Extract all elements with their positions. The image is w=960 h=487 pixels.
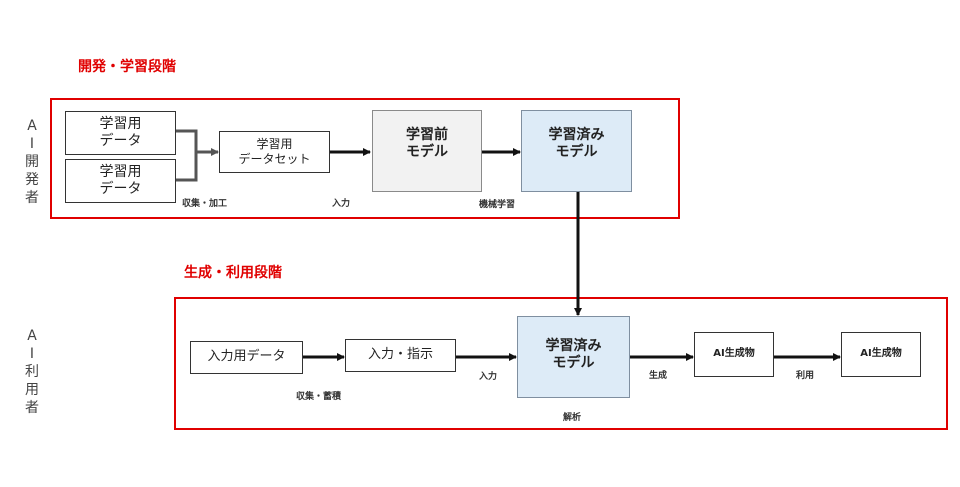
actor-char: A (27, 328, 37, 344)
actor-char: 者 (25, 400, 39, 416)
actor-char: 利 (25, 364, 39, 380)
actor-char: A (27, 118, 37, 134)
edge-label-input-usage: 入力 (479, 372, 498, 382)
pre-model-box: 学習前 モデル (372, 110, 482, 192)
actor-char: 用 (25, 382, 39, 398)
edge-label-use: 利用 (796, 371, 815, 381)
edge-label-machine-learning: 機械学習 (479, 200, 516, 210)
usage-frame (174, 297, 948, 430)
development-frame (50, 98, 680, 219)
training-data-box-2: 学習用 データ (65, 159, 176, 203)
actor-char: I (29, 346, 35, 362)
merge-bracket (176, 129, 198, 182)
trained-model-box-usage: 学習済み モデル (517, 316, 630, 398)
dataset-box: 学習用 データセット (219, 131, 330, 173)
edge-label-analyze: 解析 (563, 413, 582, 423)
development-section-title: 開発・学習段階 (78, 59, 176, 75)
input-instruction-box: 入力・指示 (345, 339, 456, 372)
usage-section-title: 生成・利用段階 (184, 265, 282, 281)
actor-char: 開 (25, 154, 39, 170)
actor-char: 発 (25, 172, 39, 188)
edge-label-collect-accumulate: 収集・蓄積 (296, 392, 342, 402)
ai-output-box-2: AI生成物 (841, 332, 921, 377)
trained-model-box-dev: 学習済み モデル (521, 110, 632, 192)
input-data-box: 入力用データ (190, 341, 303, 374)
edge-label-generate: 生成 (649, 371, 668, 381)
ai-output-box-1: AI生成物 (694, 332, 774, 377)
edge-label-collect-process: 収集・加工 (182, 199, 228, 209)
actor-char: 者 (25, 190, 39, 206)
actor-char: I (29, 136, 35, 152)
edge-label-input-dev: 入力 (332, 199, 351, 209)
training-data-box-1: 学習用 データ (65, 111, 176, 155)
